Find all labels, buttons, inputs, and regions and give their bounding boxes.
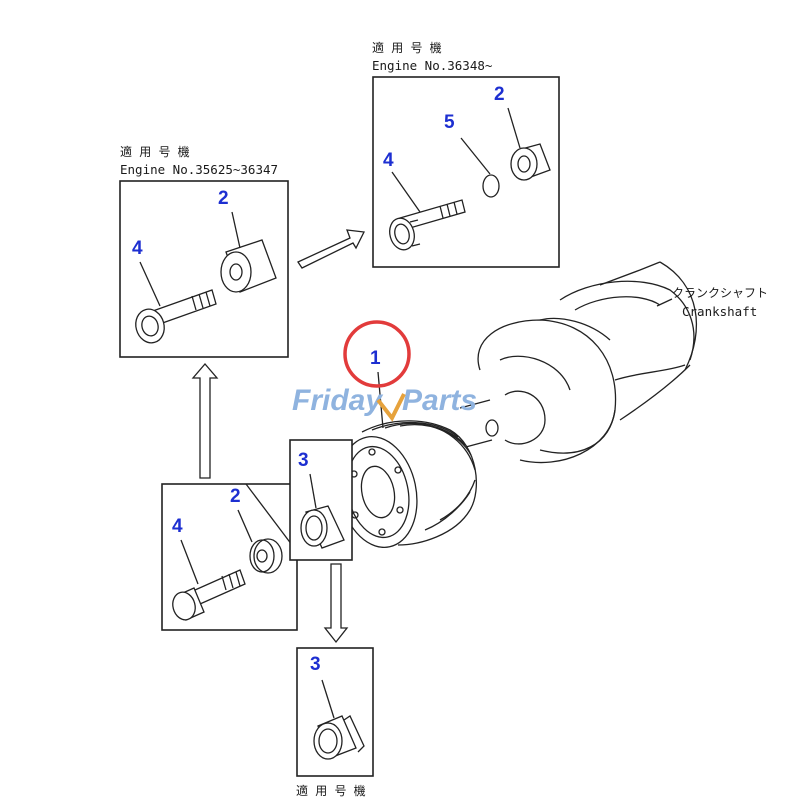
leader-spacer-late [507,107,521,149]
highlight-circle [343,320,411,388]
crankshaft-label-en: Crankshaft [682,304,757,319]
crankshaft-leader-line [656,298,673,307]
watermark-text-b: Parts [402,384,477,417]
leader-bushing-side [309,473,317,509]
bushing-drawing-bottom [313,715,365,760]
leader-spacer-mid [231,211,241,249]
leader-washer-late [460,137,491,175]
spacer-drawing-mid [220,239,277,293]
part-number-bushing-side: 3 [298,450,309,471]
part-number-bolt-mid: 4 [132,238,143,259]
crankshaft-label-jp: クランクシャフト [672,286,768,300]
bushing-drawing-side [300,505,345,549]
leader-bushing-bottom [321,679,335,719]
leader-bolt-late [391,171,421,213]
arrow-to-bottom-model [323,563,349,644]
bolt-drawing-early [172,569,246,621]
crankshaft-drawing [459,261,697,464]
part-number-spacer-late: 2 [494,84,505,105]
bolt-drawing-late [389,199,466,251]
box-late-title-jp: 適 用 号 機 [372,40,442,55]
watermark-logo: Friday Parts [292,384,477,422]
part-number-bushing-bottom: 3 [310,654,321,675]
arrow-to-mid-model [191,363,219,479]
box-mid-title-jp: 適 用 号 機 [120,144,190,159]
spacer-drawing-late [510,143,551,181]
part-number-washer-late: 5 [444,112,455,133]
watermark-text-a: Friday [292,384,383,417]
box-late-engine-range: Engine No.36348~ [372,58,492,73]
part-number-damper: 1 [370,348,381,369]
box-mid-engine-range: Engine No.35625~36347 [120,162,278,177]
part-number-bolt-early: 4 [172,516,183,537]
leader-bolt-mid [139,261,161,307]
part-number-bolt-late: 4 [383,150,394,171]
bolt-drawing-mid [135,289,217,344]
arrow-to-late-model [297,229,365,269]
leader-bolt-early [180,539,199,585]
damper-drawing [338,420,477,548]
leader-spacer-early [237,509,253,543]
spacer-drawing-early [249,538,283,574]
part-number-spacer-mid: 2 [218,188,229,209]
bottom-title-jp: 適 用 号 機 [296,783,366,798]
watermark-check-icon [376,393,406,422]
washer-drawing-late [482,174,500,198]
part-number-spacer-early: 2 [230,486,241,507]
